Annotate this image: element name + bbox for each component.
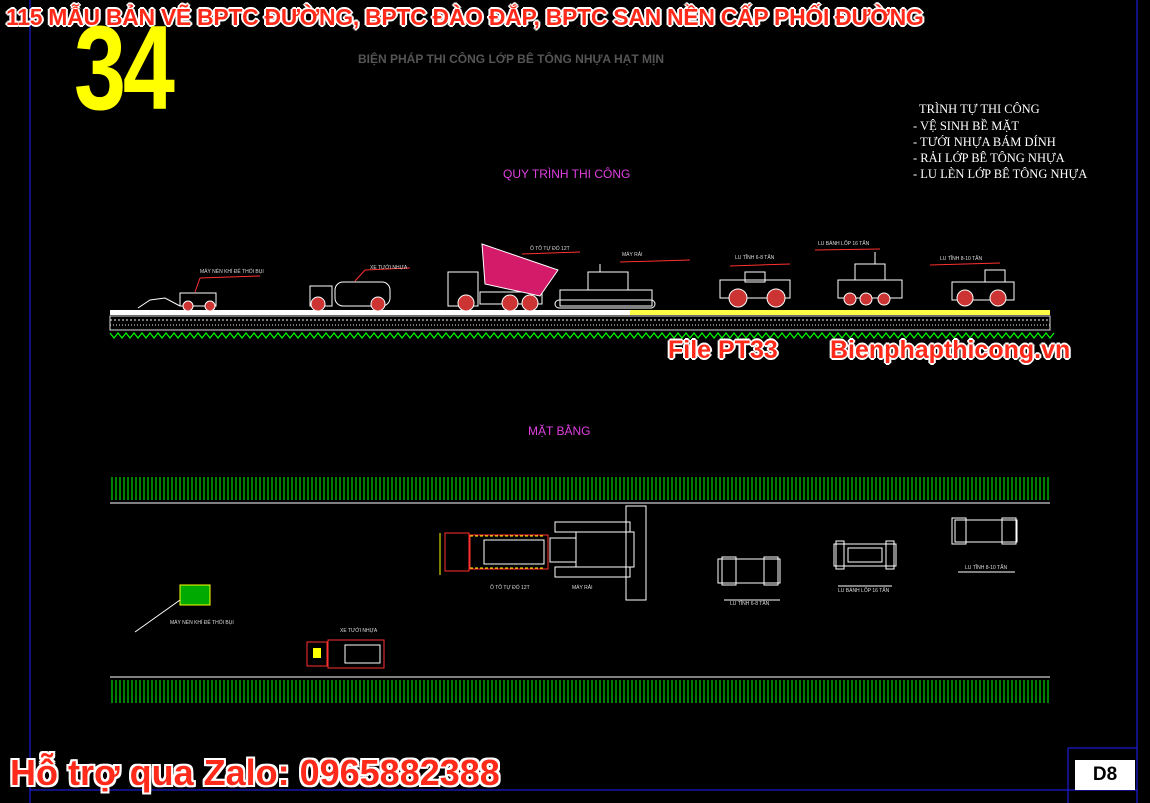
zalo-support[interactable]: Hỗ trợ qua Zalo: 0965882388 <box>10 752 500 793</box>
tire-roller-elevation <box>814 248 903 306</box>
procedure-step: - LU LÈN LỚP BÊ TÔNG NHỰA <box>913 167 1088 181</box>
road-section <box>109 310 1055 339</box>
paver-elevation <box>554 259 691 309</box>
website-link[interactable]: Bienphapthicong.vn <box>830 336 1071 364</box>
procedure-list: - VỆ SINH BỀ MẶT - TƯỚI NHỰA BÁM DÍNH - … <box>913 118 1087 182</box>
static-roller-plan <box>951 517 1018 573</box>
label-steel-roller: LU TĨNH 6-8 TẤN <box>735 255 775 261</box>
plan-label-static-roller: LU TĨNH 8-10 TẤN <box>965 565 1008 571</box>
plan-label-paver: MÁY RẢI <box>572 585 593 591</box>
procedure-step: - TƯỚI NHỰA BÁM DÍNH <box>913 135 1056 149</box>
air-compressor-elevation <box>137 275 261 312</box>
dump-truck-plan <box>439 532 549 575</box>
process-section-title: QUY TRÌNH THI CÔNG <box>503 167 631 181</box>
plan-grass-bottom <box>110 676 1050 703</box>
plan-label-sprayer: XE TƯỚI NHỰA <box>340 628 378 634</box>
sheet-code: D8 <box>1075 760 1135 790</box>
plan-label-dump-truck: Ô TÔ TỰ ĐỔ 12T <box>490 585 530 591</box>
plan-label-steel-roller: LU TĨNH 6-8 TẤN <box>730 601 770 607</box>
asphalt-sprayer-elevation <box>309 267 411 312</box>
air-compressor-plan <box>134 584 211 633</box>
plan-label-tire-roller: LU BÁNH LỐP 16 TẤN <box>838 588 890 594</box>
label-tire-roller: LU BÁNH LỐP 16 TẤN <box>818 241 870 247</box>
procedure-heading: TRÌNH TỰ THI CÔNG <box>919 102 1040 116</box>
procedure-step: - RẢI LỚP BÊ TÔNG NHỰA <box>913 151 1065 165</box>
plan-grass-top <box>110 477 1050 504</box>
asphalt-sprayer-plan <box>306 639 385 669</box>
drawing-number: 34 <box>74 1 175 135</box>
plan-section-title: MẶT BẰNG <box>528 424 591 438</box>
label-static-roller: LU TĨNH 8-10 TẤN <box>940 256 983 262</box>
label-sprayer: XE TƯỚI NHỰA <box>370 265 408 271</box>
dump-truck-elevation <box>447 243 581 312</box>
steel-roller-plan <box>717 556 781 601</box>
plan-label-blower: MÁY NÉN KHÍ ĐỂ THỔI BỤI <box>170 620 234 626</box>
file-label: File PT33 <box>668 336 778 364</box>
label-dump-truck: Ô TÔ TỰ ĐỔ 12T <box>530 246 570 252</box>
tire-roller-plan <box>833 540 897 587</box>
label-blower: MÁY NÉN KHÍ ĐỂ THỔI BỤI <box>200 269 264 275</box>
promo-banner: 115 MẪU BẢN VẼ BPTC ĐƯỜNG, BPTC ĐÀO ĐẮP,… <box>6 4 924 30</box>
paver-plan <box>549 505 647 601</box>
label-paver: MÁY RẢI <box>622 252 643 258</box>
procedure-step: - VỆ SINH BỀ MẶT <box>913 119 1020 133</box>
steel-roller-elevation <box>719 263 791 308</box>
static-roller-elevation <box>929 262 1015 307</box>
sheet-title: BIỆN PHÁP THI CÔNG LỚP BÊ TÔNG NHỰA HẠT … <box>358 52 664 66</box>
